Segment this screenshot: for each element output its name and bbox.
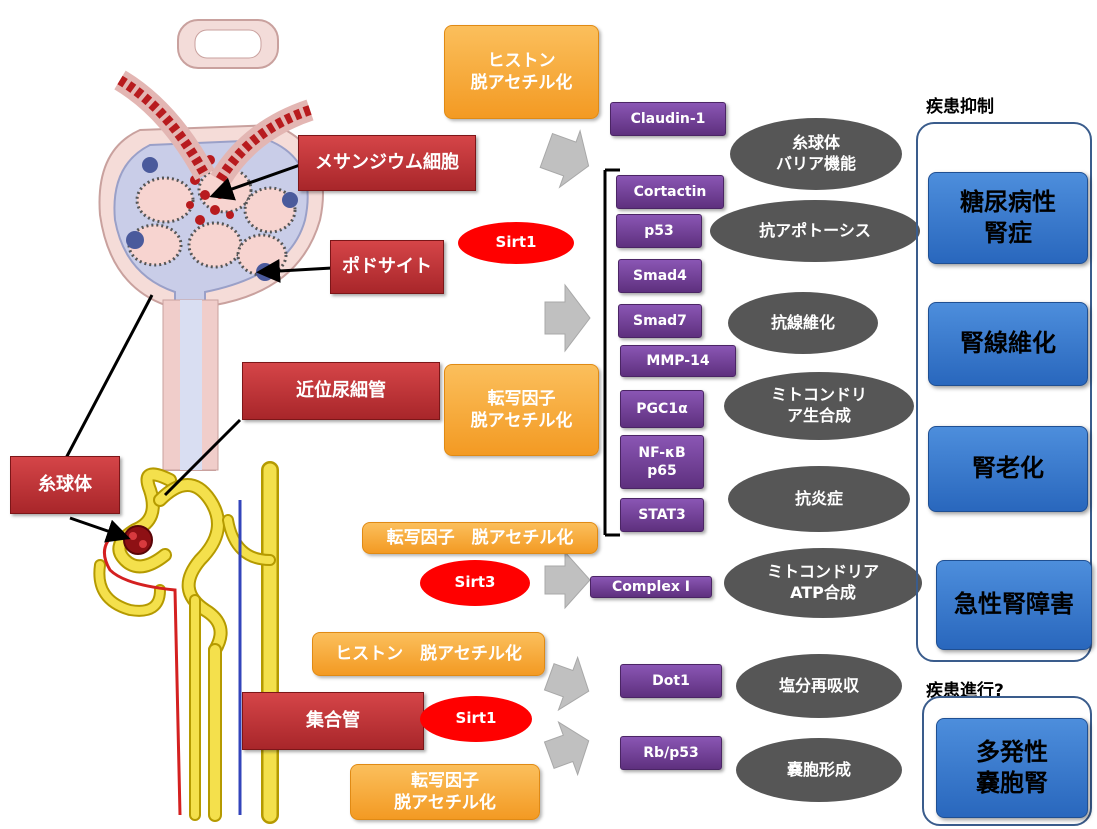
function-salt-reabsorption: 塩分再吸収 <box>736 654 902 718</box>
histone-deacetylation-box: ヒストン 脱アセチル化 <box>444 25 599 119</box>
function-mito-biogenesis: ミトコンドリ ア生合成 <box>724 372 914 440</box>
target-pgc1a: PGC1α <box>620 390 704 428</box>
gray-arrows <box>539 129 591 777</box>
mesangial-label: メサンジウム細胞 <box>298 135 476 191</box>
sirt1-bottom: Sirt1 <box>420 696 532 742</box>
target-complex1: Complex I <box>590 576 712 598</box>
connector-lines <box>63 168 620 537</box>
sirt1-top: Sirt1 <box>458 222 574 264</box>
pointer-arrows <box>69 163 333 543</box>
progress-panel <box>922 696 1092 826</box>
target-mmp14: MMP-14 <box>620 345 736 377</box>
disease-renal-fibrosis: 腎線維化 <box>928 302 1088 386</box>
suppress-panel <box>916 122 1092 662</box>
function-antiinflammation: 抗炎症 <box>728 466 910 532</box>
disease-renal-aging: 腎老化 <box>928 426 1088 512</box>
target-cortactin: Cortactin <box>616 175 724 209</box>
tf-deacetylation-box: 転写因子 脱アセチル化 <box>444 364 599 456</box>
disease-aki: 急性腎障害 <box>936 560 1092 650</box>
function-cyst-formation: 嚢胞形成 <box>736 738 902 802</box>
podocyte-label: ポドサイト <box>330 240 444 294</box>
function-mito-atp: ミトコンドリア ATP合成 <box>724 548 922 618</box>
tf-deacetylation-line: 転写因子 脱アセチル化 <box>362 522 598 554</box>
nephron-tubule <box>93 461 279 824</box>
target-smad4: Smad4 <box>618 259 702 293</box>
glomerulus-label: 糸球体 <box>10 456 120 514</box>
target-smad7: Smad7 <box>618 304 702 338</box>
target-p53: p53 <box>616 214 702 248</box>
glomerulus-ball <box>123 525 153 555</box>
histone-deacetylation-line: ヒストン 脱アセチル化 <box>312 632 545 676</box>
target-dot1: Dot1 <box>620 664 722 698</box>
sirt3: Sirt3 <box>420 560 530 606</box>
tf-deacetylation-bottom: 転写因子 脱アセチル化 <box>350 764 540 820</box>
target-nfkb-p65: NF-κB p65 <box>620 435 704 489</box>
proximal-tubule-label: 近位尿細管 <box>242 362 440 420</box>
target-stat3: STAT3 <box>620 498 704 532</box>
function-antiapoptosis: 抗アポトーシス <box>710 200 920 262</box>
disease-pkd: 多発性 嚢胞腎 <box>936 718 1088 818</box>
collecting-duct-label: 集合管 <box>242 692 424 750</box>
function-antifibrosis: 抗線維化 <box>728 292 878 354</box>
suppress-header: 疾患抑制 <box>926 97 994 117</box>
function-barrier: 糸球体 バリア機能 <box>730 118 902 190</box>
target-claudin1: Claudin-1 <box>610 102 726 136</box>
disease-diabetic-nephropathy: 糖尿病性 腎症 <box>928 172 1088 264</box>
target-rb-p53: Rb/p53 <box>620 736 722 770</box>
